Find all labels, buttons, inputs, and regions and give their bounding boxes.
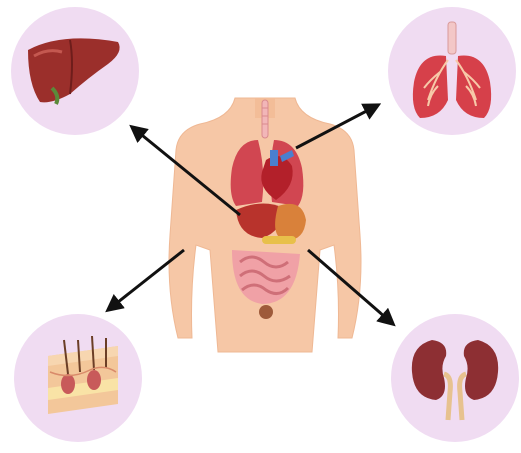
lungs-node (388, 7, 516, 135)
human-torso (169, 98, 361, 352)
trachea (262, 100, 268, 138)
liver-node (11, 7, 139, 135)
kidneys-node (391, 314, 519, 442)
body-pancreas (262, 236, 296, 244)
skin-node (14, 314, 142, 442)
